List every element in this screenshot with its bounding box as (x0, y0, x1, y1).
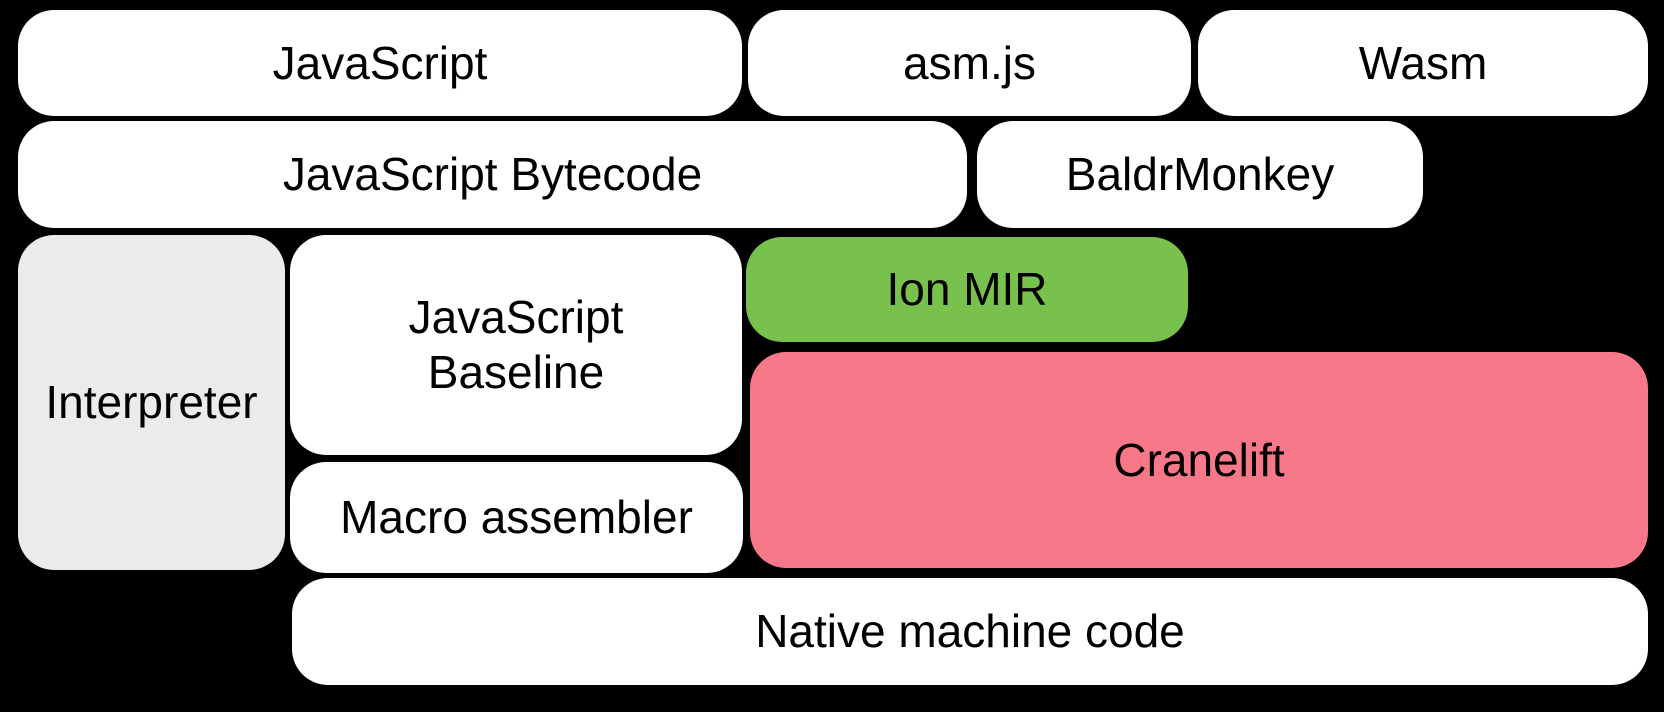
node-label-wasm: Wasm (1358, 36, 1488, 89)
node-baldrmonkey: BaldrMonkey (977, 121, 1423, 228)
node-label-javascript-bytecode: JavaScript Bytecode (282, 148, 703, 200)
node-javascript: JavaScript (18, 10, 742, 116)
node-ion-mir: Ion MIR (746, 237, 1188, 342)
node-label-ion-mir: Ion MIR (886, 263, 1048, 315)
node-cranelift: Cranelift (750, 352, 1648, 568)
node-native-machine-code: Native machine code (292, 578, 1648, 685)
node-label-baldrmonkey: BaldrMonkey (1065, 148, 1335, 200)
node-label-asm-js: asm.js (903, 36, 1036, 89)
node-label-macro-assembler: Macro assembler (340, 491, 693, 543)
node-asm-js: asm.js (748, 10, 1191, 116)
node-macro-assembler: Macro assembler (290, 462, 743, 573)
node-label-native-machine-code: Native machine code (755, 605, 1185, 657)
node-label-javascript-baseline: JavaScript (408, 291, 624, 343)
node-label-cranelift: Cranelift (1113, 433, 1285, 486)
node-interpreter: Interpreter (18, 235, 285, 570)
node-wasm: Wasm (1198, 10, 1648, 116)
node-label-javascript-baseline: Baseline (427, 346, 605, 398)
node-label-interpreter: Interpreter (45, 376, 258, 428)
node-javascript-bytecode: JavaScript Bytecode (18, 121, 967, 228)
node-label-javascript: JavaScript (272, 36, 488, 89)
